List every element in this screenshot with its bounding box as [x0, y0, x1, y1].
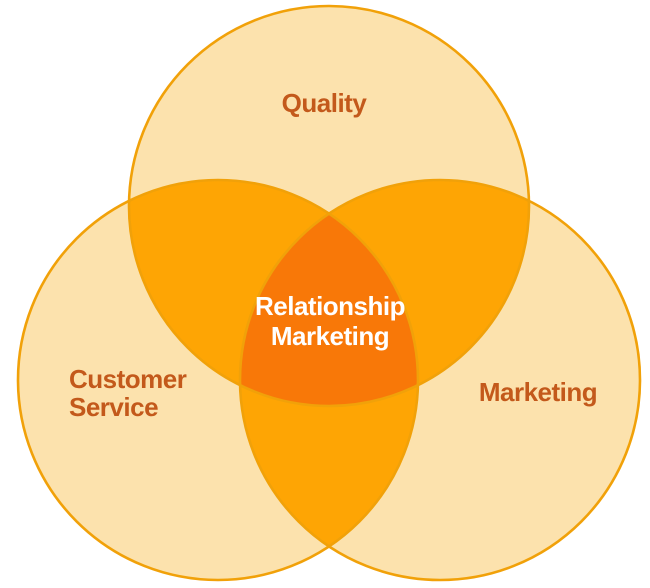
quality-label: Quality — [282, 88, 368, 118]
customer-service-label-line1: Customer — [69, 364, 187, 394]
center-label-line1: Relationship — [255, 291, 405, 321]
quality-circle-outline — [127, 4, 531, 408]
labels: Quality Customer Service Marketing Relat… — [69, 88, 598, 422]
customer-service-circle-outline — [16, 178, 420, 582]
marketing-label: Marketing — [479, 377, 597, 407]
circle-outlines — [16, 4, 642, 582]
customer-service-label-line2: Service — [69, 392, 158, 422]
marketing-circle-outline — [238, 178, 642, 582]
center-label-line2: Marketing — [271, 321, 389, 351]
